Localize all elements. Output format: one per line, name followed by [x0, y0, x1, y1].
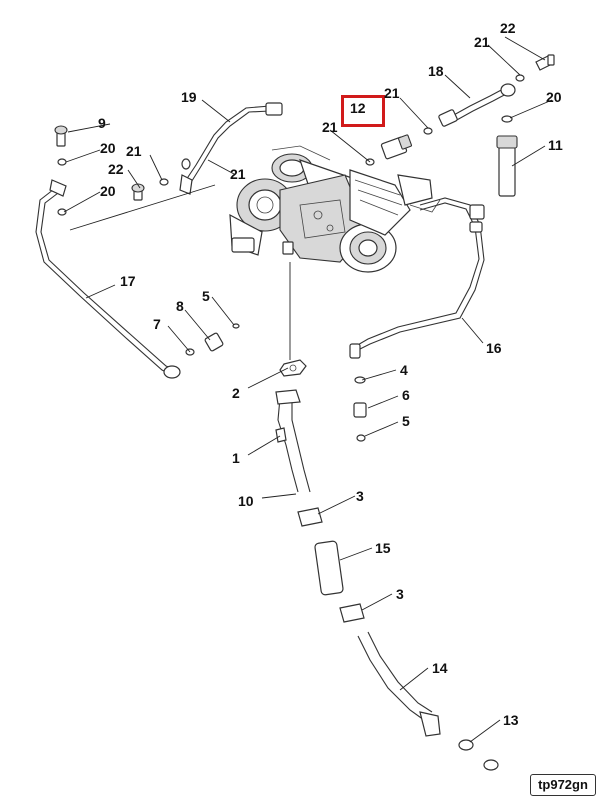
callout-20: 20: [546, 89, 562, 105]
callout-1: 1: [232, 450, 240, 466]
fitting-6-group: [353, 376, 367, 442]
callout-21: 21: [322, 119, 338, 135]
callout-18: 18: [428, 63, 444, 79]
callout-17: 17: [120, 273, 136, 289]
drain-pipe-10: [275, 359, 311, 493]
spacer-11: [496, 115, 518, 197]
callout-11: 11: [548, 137, 563, 153]
callout-19: 19: [181, 89, 197, 105]
callout-3: 3: [396, 586, 404, 602]
highlight-box: [341, 95, 385, 127]
leader-lines: [63, 36, 553, 743]
hose-19: [179, 102, 283, 195]
callout-21: 21: [384, 85, 400, 101]
callout-16: 16: [486, 340, 502, 356]
union-fitting-12: [365, 127, 433, 166]
callout-6: 6: [402, 387, 410, 403]
hose-18: [438, 54, 555, 127]
callout-7: 7: [153, 316, 161, 332]
hose-15-assembly: [297, 507, 365, 623]
callout-21: 21: [474, 34, 490, 50]
callout-3: 3: [356, 488, 364, 504]
callout-21: 21: [126, 143, 142, 159]
callout-21: 21: [230, 166, 246, 182]
reference-code: tp972gn: [530, 774, 596, 796]
callout-14: 14: [432, 660, 448, 676]
hose-16: [349, 197, 485, 359]
callout-5: 5: [202, 288, 210, 304]
callout-5: 5: [402, 413, 410, 429]
callout-20: 20: [100, 183, 116, 199]
hose-17: [35, 125, 195, 379]
callout-20: 20: [100, 140, 116, 156]
callout-12: 12: [350, 100, 366, 116]
callout-22: 22: [108, 161, 124, 177]
callout-13: 13: [503, 712, 519, 728]
callout-10: 10: [238, 493, 254, 509]
pipe-14: [357, 631, 499, 771]
banjo-bolt-22-left: [131, 178, 169, 201]
callout-9: 9: [98, 115, 106, 131]
callout-8: 8: [176, 298, 184, 314]
callout-4: 4: [400, 362, 408, 378]
callout-2: 2: [232, 385, 240, 401]
callout-15: 15: [375, 540, 391, 556]
callout-22: 22: [500, 20, 516, 36]
fitting-8-group: [204, 323, 240, 352]
turbocharger-assembly: [229, 145, 441, 273]
